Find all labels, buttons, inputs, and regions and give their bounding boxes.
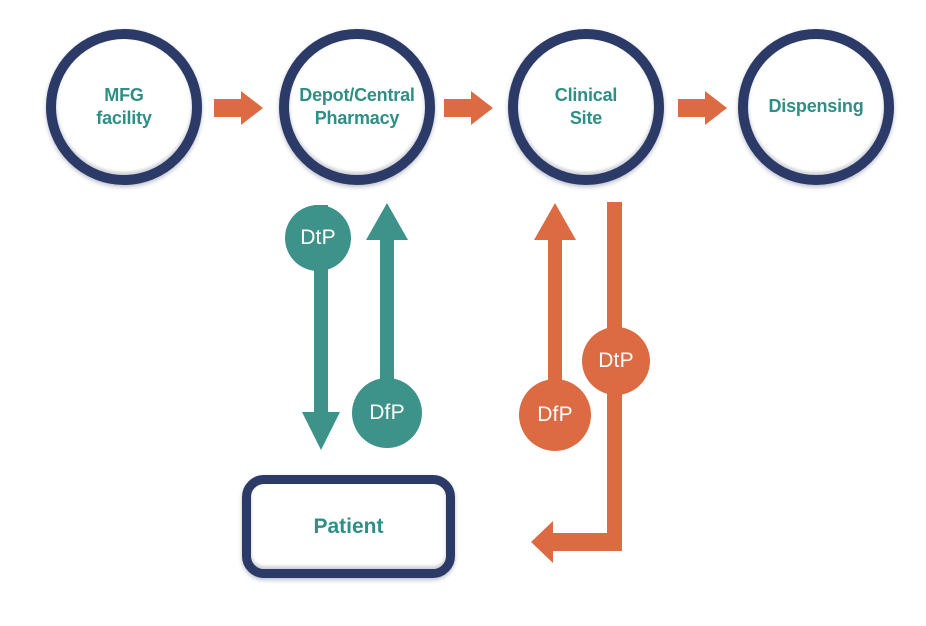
badge-depot-to-patient-label: DtP — [300, 226, 336, 249]
badge-site-to-patient: DtP — [582, 327, 650, 395]
node-dispensing: Dispensing — [738, 29, 894, 185]
node-depot-central-pharmacy-label: Depot/Central Pharmacy — [299, 84, 415, 128]
node-dispensing-label: Dispensing — [768, 96, 864, 117]
badge-depot-from-patient: DfP — [352, 378, 422, 448]
node-patient: Patient — [242, 475, 455, 578]
flow-arrow-mfg-to-depot-icon — [214, 91, 263, 125]
flow-arrow-depot-to-site-icon — [444, 91, 493, 125]
node-clinical-site-label: Clinical Site — [554, 84, 618, 128]
node-clinical-site: Clinical Site — [508, 29, 664, 185]
node-mfg-facility-label: MFG facility — [96, 84, 152, 128]
node-depot-central-pharmacy: Depot/Central Pharmacy — [279, 29, 435, 185]
badge-depot-to-patient: DtP — [285, 205, 351, 271]
badge-site-from-patient: DfP — [519, 379, 591, 451]
badge-depot-from-patient-label: DfP — [369, 401, 405, 424]
node-patient-label: Patient — [313, 514, 384, 538]
patient-to-depot-up-arrow-icon — [366, 203, 408, 412]
badge-site-from-patient-label: DfP — [537, 403, 573, 426]
patient-to-site-up-arrow-icon — [534, 203, 576, 415]
flow-arrow-site-to-dispensing-icon — [678, 91, 727, 125]
node-mfg-facility: MFG facility — [46, 29, 202, 185]
badge-site-to-patient-label: DtP — [598, 349, 634, 372]
